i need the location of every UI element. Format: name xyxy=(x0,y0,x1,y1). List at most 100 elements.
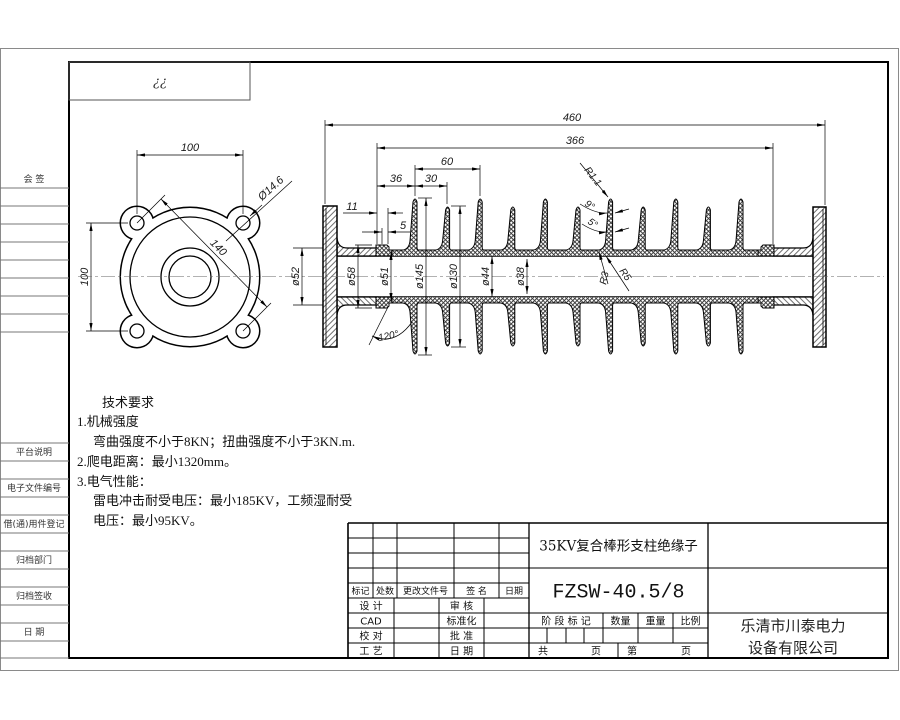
approval-label-review: 审 核 xyxy=(450,600,473,613)
requirement-line: 雷电冲击耐受电压：最小185KV，工频湿耐受 xyxy=(93,493,352,508)
small-shed-outline xyxy=(433,206,452,251)
approval-label-process: 工 艺 xyxy=(359,646,382,658)
drawing-frame xyxy=(68,61,889,659)
dim-shed-pitch: 60 xyxy=(414,156,481,196)
dim-label: 366 xyxy=(566,135,585,147)
dim-upper-angle: 9° xyxy=(579,198,630,216)
dim-label: Ø14.6 xyxy=(255,174,287,204)
sheet-number-prefix: 第 xyxy=(627,645,637,658)
dim-label: 11 xyxy=(346,201,357,213)
approval-label-approve: 批 准 xyxy=(450,630,473,643)
requirement-line: 3.电气性能： xyxy=(77,474,152,489)
sidebar-grid xyxy=(0,187,69,659)
small-shed-outline xyxy=(563,206,583,251)
dim-sheath-length: 366 xyxy=(376,135,774,244)
dim-bolt-spacing-horizontal: 100 xyxy=(136,142,244,214)
requirements-title: 技术要求 xyxy=(102,395,154,410)
stage-header-quantity: 数量 xyxy=(611,615,631,628)
dim-label: 460 xyxy=(563,112,582,124)
large-shed xyxy=(466,199,485,253)
dim-shed-spacing: 30 xyxy=(415,173,448,204)
right-fitting-hub xyxy=(772,237,814,257)
company-name-line1: 乐清市川泰电力 xyxy=(740,617,845,635)
dim-flange-hub-dia: ø52 xyxy=(290,247,323,306)
approval-label-standardize: 标准化 xyxy=(447,615,477,628)
drawing-number: FZSW-40.5/8 xyxy=(552,582,684,605)
sidebar-item-archive-receipt: 归档签收 xyxy=(16,590,52,602)
sidebar-item-date: 日 期 xyxy=(24,627,45,638)
approval-label-design: 设 计 xyxy=(359,600,382,613)
sheet-total-prefix: 共 xyxy=(538,646,548,658)
dim-shed-angle: 120° xyxy=(368,306,413,346)
revision-header-mark: 标记 xyxy=(351,585,369,597)
dim-label: 100 xyxy=(181,142,200,154)
requirement-line: 电压：最小95KV。 xyxy=(93,513,203,528)
dim-small-shed-dia: ø130 xyxy=(448,205,466,348)
bolt-hole xyxy=(129,323,145,339)
small-shed xyxy=(498,207,517,253)
dim-seal-dia: ø58 xyxy=(346,244,372,309)
sheet-total-suffix: 页 xyxy=(591,646,601,658)
top-left-code-box: ¿¿ xyxy=(68,61,251,101)
bolt-hole xyxy=(235,323,251,339)
dim-sheath-dia: ø44 xyxy=(480,256,494,297)
approval-label-cad: CAD xyxy=(360,617,382,628)
dim-sheath-end-dia: ø51 xyxy=(379,252,393,301)
right-sheath-seal xyxy=(757,244,775,257)
dim-label: ø145 xyxy=(414,263,426,289)
product-name: 35KV复合棒形支柱绝缘子 xyxy=(539,538,698,555)
stage-header-mark: 阶 段 标 记 xyxy=(541,615,591,628)
right-flange xyxy=(812,206,827,348)
sheet-number-suffix: 页 xyxy=(681,646,691,658)
dim-label: ø38 xyxy=(515,266,527,286)
code-box-text: ¿¿ xyxy=(153,75,167,90)
large-shed xyxy=(596,199,615,253)
requirement-line: 2.爬电距离：最小1320mm。 xyxy=(77,454,237,469)
section-lower-half xyxy=(336,296,814,355)
sidebar-item-platform-note: 平台说明 xyxy=(16,446,52,458)
company-name-line2: 设备有限公司 xyxy=(748,639,838,657)
stage-header-scale: 比例 xyxy=(681,615,701,628)
section-upper-half xyxy=(336,198,814,257)
approval-label-date: 日 期 xyxy=(450,646,473,658)
approval-label-check: 校 对 xyxy=(359,630,382,643)
small-shed xyxy=(694,207,713,253)
dim-fitting-step: 11 xyxy=(343,201,403,244)
large-shed-outline xyxy=(661,198,680,251)
dim-label: 5° xyxy=(585,216,599,230)
side-view-dimensions: 460 366 60 36 30 11 xyxy=(290,112,826,356)
dim-first-shed-offset: 36 xyxy=(377,173,415,188)
small-shed xyxy=(564,207,582,253)
dim-label: R3 xyxy=(598,270,612,285)
large-shed xyxy=(401,199,419,253)
dim-overall-length: 460 xyxy=(324,112,826,205)
dim-label: ø44 xyxy=(480,267,492,286)
dim-label: ø51 xyxy=(379,267,391,286)
sidebar-item-borrowed-part-register: 借(通)用件登记 xyxy=(3,518,64,530)
large-shed-outline xyxy=(726,198,746,251)
front-view: 100 100 140 Ø14.6 xyxy=(79,142,293,349)
title-block-grid xyxy=(347,522,888,658)
large-shed-outline xyxy=(596,198,615,251)
sidebar-item-electronic-file-no: 电子文件编号 xyxy=(7,482,61,494)
dim-seal-step: 5 xyxy=(362,220,410,244)
small-shed-outline xyxy=(498,206,517,251)
sheds xyxy=(400,198,746,253)
title-block: 标记 处数 更改文件号 签 名 日期 设 计 CAD 校 对 工 艺 审 核 标… xyxy=(347,522,888,658)
technical-requirements: 技术要求 1.机械强度 弯曲强度不小于8KN；扭曲强度不小于3KN.m. 2.爬… xyxy=(77,395,355,528)
dim-label: 30 xyxy=(425,173,438,185)
dim-label: 5 xyxy=(400,220,407,232)
small-shed xyxy=(433,207,452,253)
large-shed-outline xyxy=(531,198,550,251)
large-shed xyxy=(661,199,680,253)
large-shed xyxy=(531,199,550,253)
dim-lower-angle: 5° xyxy=(581,216,630,235)
left-fitting-hub xyxy=(336,237,379,257)
requirement-line: 1.机械强度 xyxy=(77,414,139,429)
dim-tip-radius: R1.1 xyxy=(579,162,609,198)
revision-header-signature: 签 名 xyxy=(466,585,487,597)
small-shed-outline xyxy=(694,206,713,251)
dim-label: ø58 xyxy=(346,266,358,286)
dim-core-dia: ø38 xyxy=(515,259,529,294)
